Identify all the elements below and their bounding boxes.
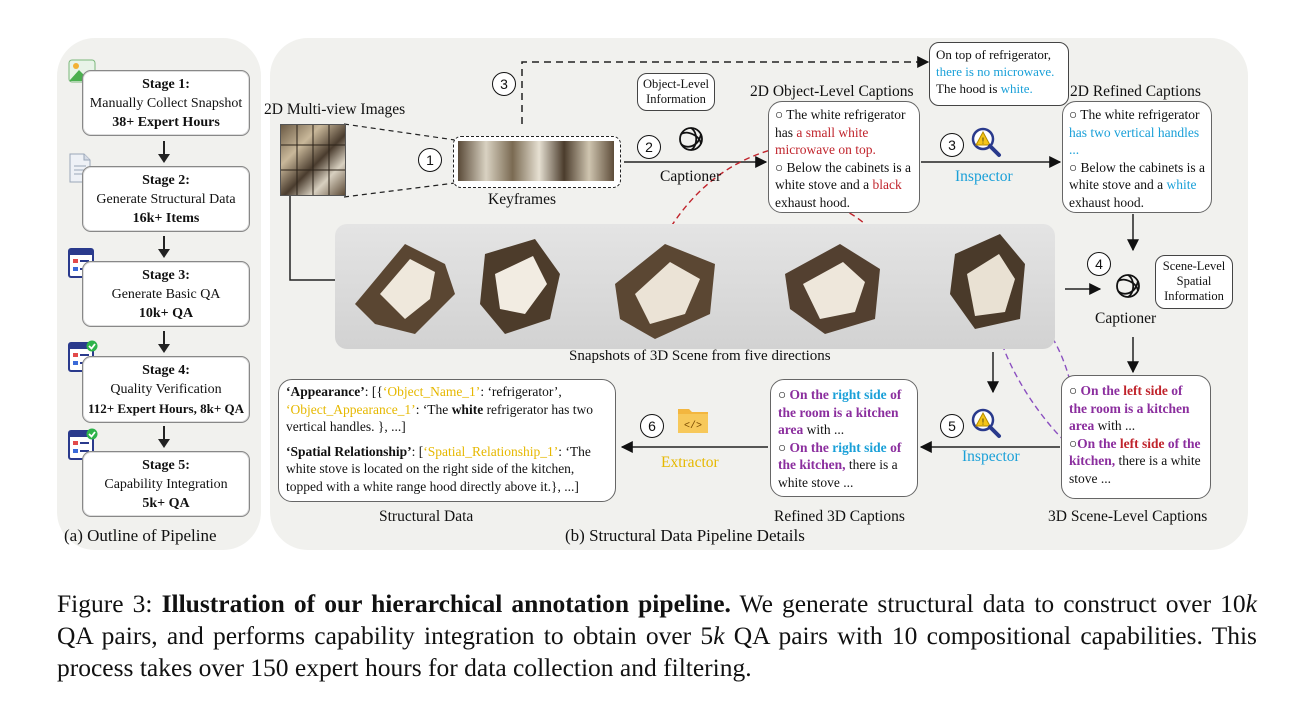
inspector-icon: ! bbox=[970, 126, 1002, 163]
bullet-icon: ○ bbox=[775, 107, 786, 122]
captioner-label: Captioner bbox=[1095, 310, 1156, 328]
bullet-icon: ○ bbox=[778, 440, 790, 455]
caption-text: The white refrigerator bbox=[1080, 107, 1199, 122]
step-2-marker: 2 bbox=[637, 135, 661, 159]
caption-highlight: right side bbox=[832, 440, 886, 455]
figure-caption-text: We generate structural data to construct… bbox=[731, 589, 1246, 618]
bullet-icon: ○ bbox=[1069, 436, 1077, 451]
elbow-line bbox=[290, 195, 335, 280]
caption-highlight: left side bbox=[1123, 383, 1168, 398]
figure-caption-bold: Illustration of our hierarchical annotat… bbox=[162, 589, 731, 618]
caption-highlight: has two vertical handles ... bbox=[1069, 125, 1199, 158]
snapshots-strip bbox=[335, 224, 1055, 349]
bullet-icon: ○ bbox=[1069, 160, 1081, 175]
bullet-icon: ○ bbox=[1069, 383, 1081, 398]
structural-data-title: Structural Data bbox=[379, 508, 473, 526]
caption-text: with ... bbox=[803, 422, 844, 437]
details-title: (b) Structural Data Pipeline Details bbox=[565, 526, 805, 546]
bullet-icon: ○ bbox=[1069, 107, 1080, 122]
caption-highlight: black bbox=[872, 177, 901, 192]
captioner-label: Captioner bbox=[660, 168, 721, 186]
scene-snapshot-3 bbox=[615, 244, 715, 339]
step-3-marker: 3 bbox=[940, 133, 964, 157]
note-highlight: white. bbox=[1001, 81, 1033, 96]
inspector-icon: ! bbox=[970, 407, 1002, 444]
struct-emph: white bbox=[452, 402, 484, 417]
struct-text: : [{ bbox=[365, 384, 383, 399]
zoom-line bbox=[344, 124, 455, 140]
object-info-bubble: Object-Level Information bbox=[637, 73, 715, 111]
zoom-line bbox=[344, 183, 455, 197]
refined-captions-box: ○ The white refrigerator has two vertica… bbox=[1062, 101, 1212, 213]
scene-captions-box: ○ On the left side of the room is a kitc… bbox=[1061, 375, 1211, 499]
bullet-icon: ○ bbox=[775, 160, 787, 175]
caption-text: On the bbox=[1077, 436, 1120, 451]
caption-highlight: right side bbox=[832, 387, 886, 402]
note-text: The hood is bbox=[936, 81, 1001, 96]
struct-key: ‘Spatial Relationship’ bbox=[286, 444, 412, 459]
object-captions-box: ○ The white refrigerator has a small whi… bbox=[768, 101, 920, 213]
figure-caption-k: k bbox=[713, 621, 724, 650]
caption-highlight: white bbox=[1166, 177, 1196, 192]
inspector-label: Inspector bbox=[955, 168, 1013, 186]
struct-text: : ‘The bbox=[416, 402, 452, 417]
struct-key: ‘Appearance’ bbox=[286, 384, 365, 399]
step-6-marker: 6 bbox=[640, 414, 664, 438]
scene-captions-title: 3D Scene-Level Captions bbox=[1048, 508, 1207, 526]
struct-text: : [ bbox=[412, 444, 424, 459]
struct-field: ‘Spatial_Relationship_1’ bbox=[423, 444, 558, 459]
scene-snapshot-1 bbox=[355, 244, 455, 334]
scene-info-bubble: Scene-Level Spatial Information bbox=[1155, 255, 1233, 309]
inspector-label: Inspector bbox=[962, 448, 1020, 466]
caption-text: exhaust hood. bbox=[1069, 195, 1144, 210]
scene-snapshot-2 bbox=[480, 239, 560, 334]
snapshots-label: Snapshots of 3D Scene from five directio… bbox=[569, 348, 831, 365]
structural-data-box: ‘Appearance’: [{‘Object_Name_1’: ‘refrig… bbox=[278, 379, 616, 502]
keyframes-label: Keyframes bbox=[488, 191, 556, 209]
figure-caption: Figure 3: Illustration of our hierarchic… bbox=[57, 588, 1257, 684]
step-1-marker: 1 bbox=[418, 148, 442, 172]
struct-field: ‘Object_Appearance_1’ bbox=[286, 402, 416, 417]
caption-text: On the bbox=[790, 387, 833, 402]
extractor-label: Extractor bbox=[661, 454, 719, 472]
caption-highlight: left side bbox=[1120, 436, 1165, 451]
caption-text: On the bbox=[1081, 383, 1124, 398]
multiview-label: 2D Multi-view Images bbox=[264, 101, 405, 119]
scene-snapshot-5 bbox=[950, 234, 1025, 329]
struct-text: : ‘refrigerator’, bbox=[480, 384, 561, 399]
figure-prefix: Figure 3: bbox=[57, 589, 162, 618]
svg-text:!: ! bbox=[982, 418, 984, 427]
captioner-icon bbox=[676, 124, 706, 159]
step-4-marker: 4 bbox=[1087, 252, 1111, 276]
figure-caption-text: QA pairs, and performs capability integr… bbox=[57, 621, 713, 650]
refined3d-captions-box: ○ On the right side of the room is a kit… bbox=[770, 379, 918, 497]
svg-text:</>: </> bbox=[684, 420, 702, 432]
step-3-marker: 3 bbox=[492, 72, 516, 96]
struct-field: ‘Object_Name_1’ bbox=[383, 384, 480, 399]
caption-text: exhaust hood. bbox=[775, 195, 850, 210]
caption-text: On the bbox=[790, 440, 833, 455]
folder-code-icon: </> bbox=[677, 404, 709, 439]
refined3d-captions-title: Refined 3D Captions bbox=[774, 508, 905, 526]
multiview-image bbox=[280, 124, 346, 196]
svg-text:!: ! bbox=[982, 137, 984, 146]
scene-snapshot-4 bbox=[785, 244, 880, 334]
note-text: On top of refrigerator, bbox=[936, 47, 1051, 62]
figure-caption-k: k bbox=[1246, 589, 1257, 618]
caption-text: with ... bbox=[1094, 418, 1135, 433]
inspector-note: On top of refrigerator, there is no micr… bbox=[929, 42, 1069, 106]
captioner-icon bbox=[1113, 271, 1143, 306]
object-captions-title: 2D Object-Level Captions bbox=[750, 83, 914, 101]
refined-captions-title: 2D Refined Captions bbox=[1070, 83, 1201, 101]
keyframes-strip bbox=[458, 141, 614, 181]
note-highlight: there is no microwave. bbox=[936, 64, 1054, 79]
bullet-icon: ○ bbox=[778, 387, 790, 402]
step-5-marker: 5 bbox=[940, 414, 964, 438]
